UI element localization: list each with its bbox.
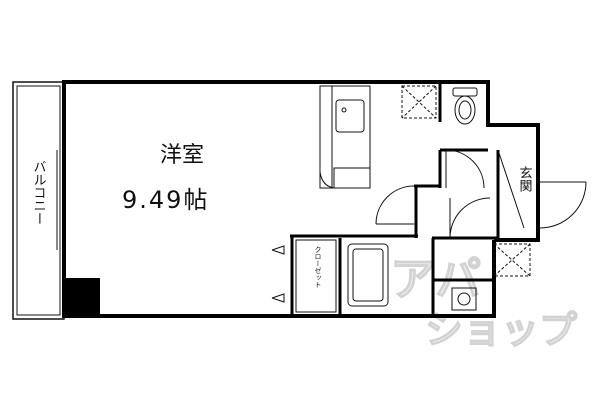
main-room-name: 洋室 <box>160 143 204 168</box>
structural-column <box>64 278 100 316</box>
washbasin <box>451 287 477 311</box>
kitchen-counter <box>319 85 371 189</box>
interior-walls <box>290 82 500 318</box>
balcony-label: バルコニー <box>31 160 47 225</box>
bathtub <box>347 243 389 307</box>
doors <box>271 149 587 303</box>
exterior-walls <box>62 80 540 318</box>
entrance-label: 玄関 <box>517 166 533 193</box>
entrance-step <box>497 149 525 229</box>
watermark-logo: アパ ショップ <box>389 251 577 352</box>
toilet <box>452 87 478 125</box>
laundry-space <box>493 243 531 277</box>
washer-space <box>401 85 437 119</box>
closet-label: クローゼット <box>314 246 322 288</box>
closet <box>295 239 337 313</box>
main-room-area: 9.49帖 <box>122 186 209 214</box>
